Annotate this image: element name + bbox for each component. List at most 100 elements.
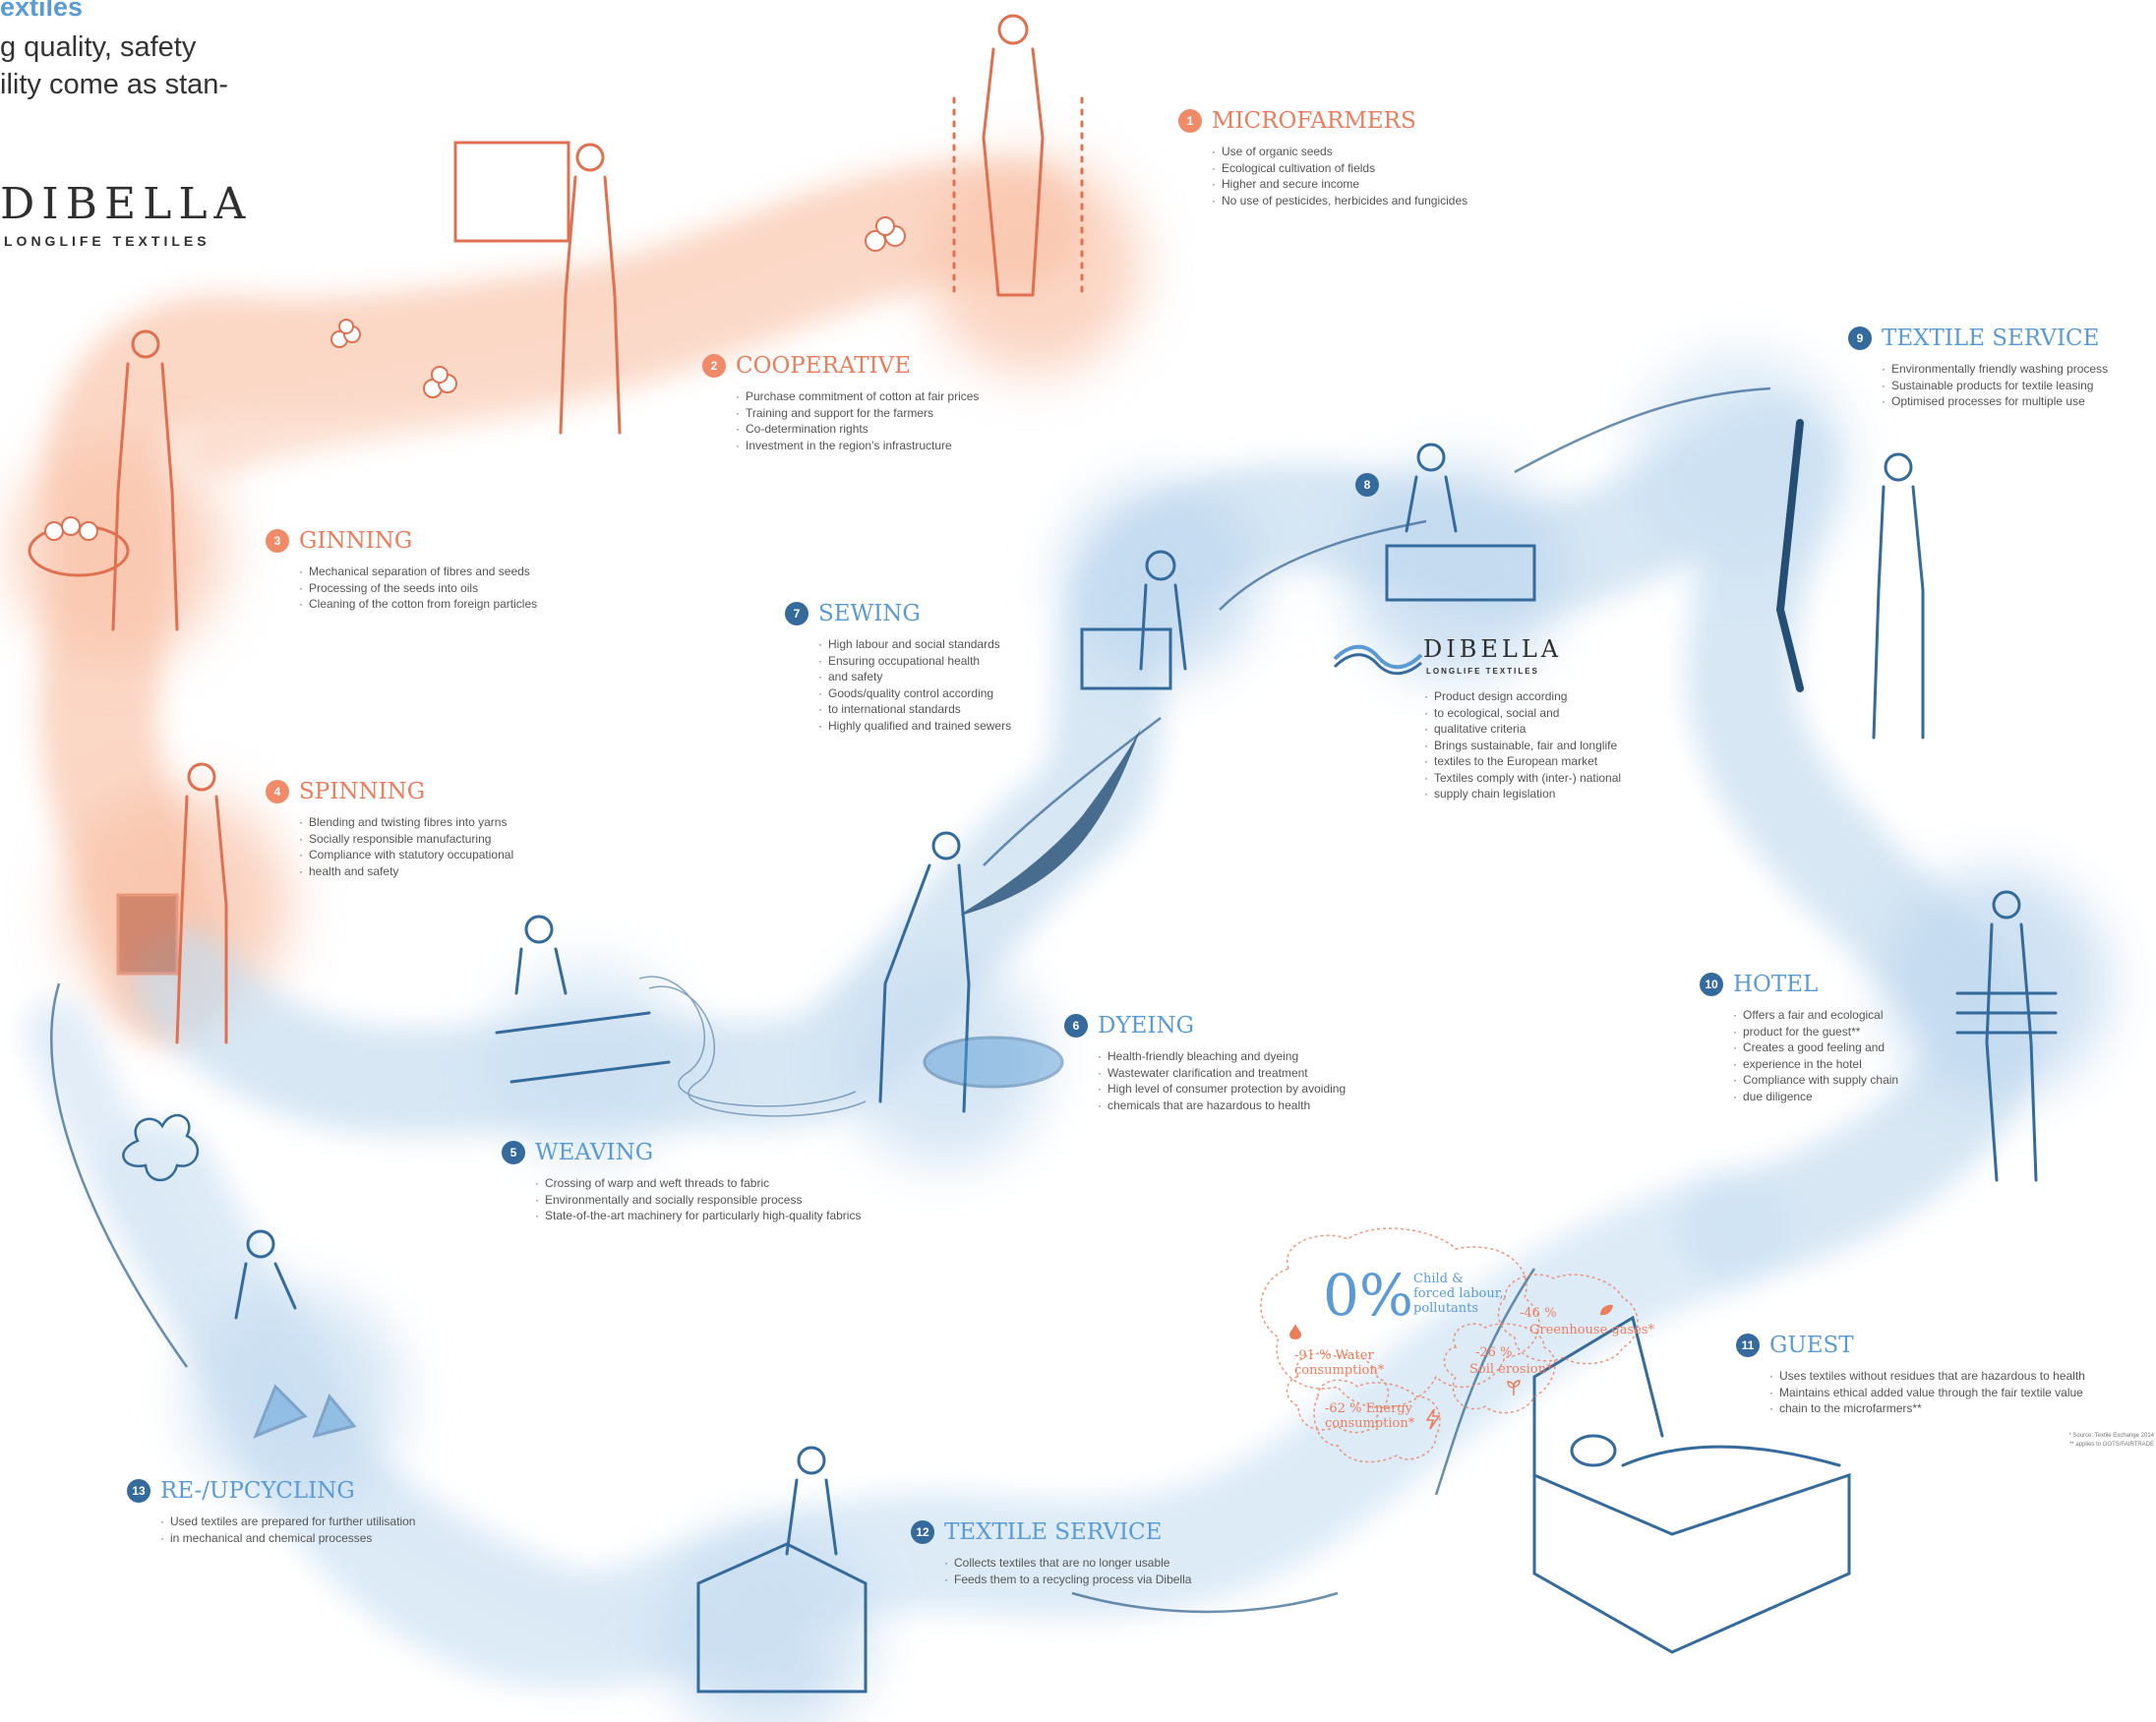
stage-bullet: Creates a good feeling and xyxy=(1733,1039,1898,1056)
stage-bullet: Collects textiles that are no longer usa… xyxy=(944,1555,1191,1572)
stage-title: GINNING xyxy=(299,528,413,554)
impact-cloud xyxy=(1260,1227,1639,1463)
zero-label-line: pollutants xyxy=(1413,1301,1479,1316)
dibella-figure xyxy=(1385,443,1536,602)
stage-bullet: Brings sustainable, fair and longlife xyxy=(1424,738,1621,754)
stage-bullet: Processing of the seeds into oils xyxy=(299,580,537,597)
stage-number-badge: 1 xyxy=(1178,109,1202,133)
stage-textile-service-wash: 9 TEXTILE SERVICE Environmentally friend… xyxy=(1848,326,2108,410)
stage-bullet: Feeds them to a recycling process via Di… xyxy=(944,1572,1191,1588)
greenhouse-label: Greenhouse gases* xyxy=(1529,1323,1655,1337)
stage-bullet: Offers a fair and ecological xyxy=(1733,1007,1898,1024)
hotel-figure xyxy=(1955,890,2058,1182)
energy-label-line: consumption* xyxy=(1325,1416,1415,1431)
sewing-figure xyxy=(1080,550,1187,690)
stage-bullet: due diligence xyxy=(1733,1089,1898,1105)
stage-bullet: Environmentally and socially responsible… xyxy=(535,1192,861,1209)
stage-bullet: Environmentally friendly washing process xyxy=(1882,361,2108,378)
stage-bullet: State-of-the-art machinery for particula… xyxy=(535,1208,861,1224)
stage-title: TEXTILE SERVICE xyxy=(1882,326,2100,351)
stage-bullet: Sustainable products for textile leasing xyxy=(1882,378,2108,394)
stage-bullet: Mechanical separation of fibres and seed… xyxy=(299,564,537,580)
intro-headline: extiles xyxy=(0,0,84,22)
stage-number-badge: 11 xyxy=(1736,1334,1760,1357)
brand-logo: DIBELLA LONGLIFE TEXTILES xyxy=(0,179,252,249)
stage-recycling: 13 RE-/UPCYCLING Used textiles are prepa… xyxy=(127,1478,415,1546)
stage-bullet: experience in the hotel xyxy=(1733,1056,1898,1073)
stage-number-badge: 7 xyxy=(785,602,808,625)
stage-bullet: in mechanical and chemical processes xyxy=(160,1530,415,1547)
yarn-strands xyxy=(50,386,1771,1614)
stage-title: TEXTILE SERVICE xyxy=(944,1519,1163,1545)
stage-bullet: Optimised processes for multiple use xyxy=(1882,393,2108,410)
stage-title: SPINNING xyxy=(299,779,426,804)
intro-line-1: g quality, safety xyxy=(0,31,197,63)
water-value: -91 % xyxy=(1294,1348,1332,1363)
stage-bullet: Use of organic seeds xyxy=(1212,144,1467,160)
stage-bullet: chain to the microfarmers** xyxy=(1769,1400,2085,1417)
footnote-line: * Source: Textile Exchange 2014 xyxy=(2068,1433,2154,1439)
stage-sewing: 7 SEWING High labour and social standard… xyxy=(785,601,1011,734)
stage-number-badge: 3 xyxy=(266,529,289,553)
stage-bullet: health and safety xyxy=(299,863,513,880)
stage-number-badge: 5 xyxy=(502,1141,525,1164)
stage-guest: 11 GUEST Uses textiles without residues … xyxy=(1736,1333,2085,1417)
stage-bullet: Health-friendly bleaching and dyeing xyxy=(1098,1048,1346,1065)
stage-title: SEWING xyxy=(818,601,921,626)
zero-label-line: forced labour, xyxy=(1413,1286,1504,1301)
lightning-icon xyxy=(1425,1408,1441,1430)
stage-bullet: Crossing of warp and weft threads to fab… xyxy=(535,1175,861,1192)
dibella-logo-tagline: LONGLIFE TEXTILES xyxy=(1426,667,1539,676)
stage-bullet: Maintains ethical added value through th… xyxy=(1769,1385,2085,1401)
stage-textile-service-collect: 12 TEXTILE SERVICE Collects textiles tha… xyxy=(911,1519,1191,1587)
stage-title: MICROFARMERS xyxy=(1212,108,1416,134)
footnote: * Source: Textile Exchange 2014 ** appli… xyxy=(2016,1432,2154,1450)
stage-bullet: Highly qualified and trained sewers xyxy=(818,718,1011,735)
stage-number-badge: 9 xyxy=(1848,327,1872,350)
stage-title: RE-/UPCYCLING xyxy=(160,1478,355,1504)
cotton-ball-icons xyxy=(44,216,906,541)
dibella-logo-name: DIBELLA xyxy=(1423,635,1563,663)
stage-bullet: Wastewater clarification and treatment xyxy=(1098,1065,1346,1082)
stage-bullet: Co-determination rights xyxy=(736,421,979,438)
stage-bullet: Textiles comply with (inter-) national xyxy=(1424,770,1621,787)
energy-value: -62 % xyxy=(1325,1401,1362,1416)
stage-title: COOPERATIVE xyxy=(736,353,912,379)
spinning-figure xyxy=(116,762,228,1044)
stage-bullet: Training and support for the farmers xyxy=(736,405,979,422)
stage-number-badge: 13 xyxy=(127,1479,150,1503)
energy-label: Energy xyxy=(1365,1401,1412,1416)
stage-number-badge: 8 xyxy=(1355,473,1379,497)
stage-bullet: High level of consumer protection by avo… xyxy=(1098,1081,1346,1098)
stage-bullet: Goods/quality control according xyxy=(818,685,1011,702)
footnote-line: ** applies to GOTS/FAIRTRADE xyxy=(2069,1442,2154,1448)
stage-bullet: Compliance with supply chain xyxy=(1733,1072,1898,1089)
stage-bullet: Product design according xyxy=(1424,688,1621,705)
stage-dibella: 8 xyxy=(1355,473,1379,497)
stage-number-badge: 10 xyxy=(1700,973,1723,996)
stage-bullet: Ecological cultivation of fields xyxy=(1212,160,1467,177)
stage-bullet: to ecological, social and xyxy=(1424,705,1621,722)
stage-bullet: Cleaning of the cotton from foreign part… xyxy=(299,596,537,613)
stage-bullet: Blending and twisting fibres into yarns xyxy=(299,814,513,831)
stage-bullet: Higher and secure income xyxy=(1212,176,1467,193)
woven-fabric-sketch xyxy=(638,976,867,1117)
stage-microfarmers: 1 MICROFARMERS Use of organic seeds Ecol… xyxy=(1178,108,1467,208)
stage-bullet: qualitative criteria xyxy=(1424,721,1621,738)
cooperative-figure xyxy=(453,141,622,435)
stage-bullet: textiles to the European market xyxy=(1424,753,1621,770)
stage-title: DYEING xyxy=(1098,1013,1194,1039)
stage-dibella-bullets: Product design according to ecological, … xyxy=(1424,688,1621,802)
stage-bullet: product for the guest** xyxy=(1733,1024,1898,1040)
brand-name: DIBELLA xyxy=(0,179,253,229)
stage-weaving: 5 WEAVING Crossing of warp and weft thre… xyxy=(502,1140,861,1224)
microfarmer-figure xyxy=(952,14,1084,297)
stage-title: GUEST xyxy=(1769,1333,1854,1358)
orange-ribbon xyxy=(39,161,1082,1042)
water-label: Water xyxy=(1335,1348,1374,1363)
textile-service-figure xyxy=(1775,419,1925,740)
weaving-figure xyxy=(495,915,671,1084)
figure-silhouettes xyxy=(28,14,2058,1693)
stage-number-badge: 2 xyxy=(702,354,726,378)
